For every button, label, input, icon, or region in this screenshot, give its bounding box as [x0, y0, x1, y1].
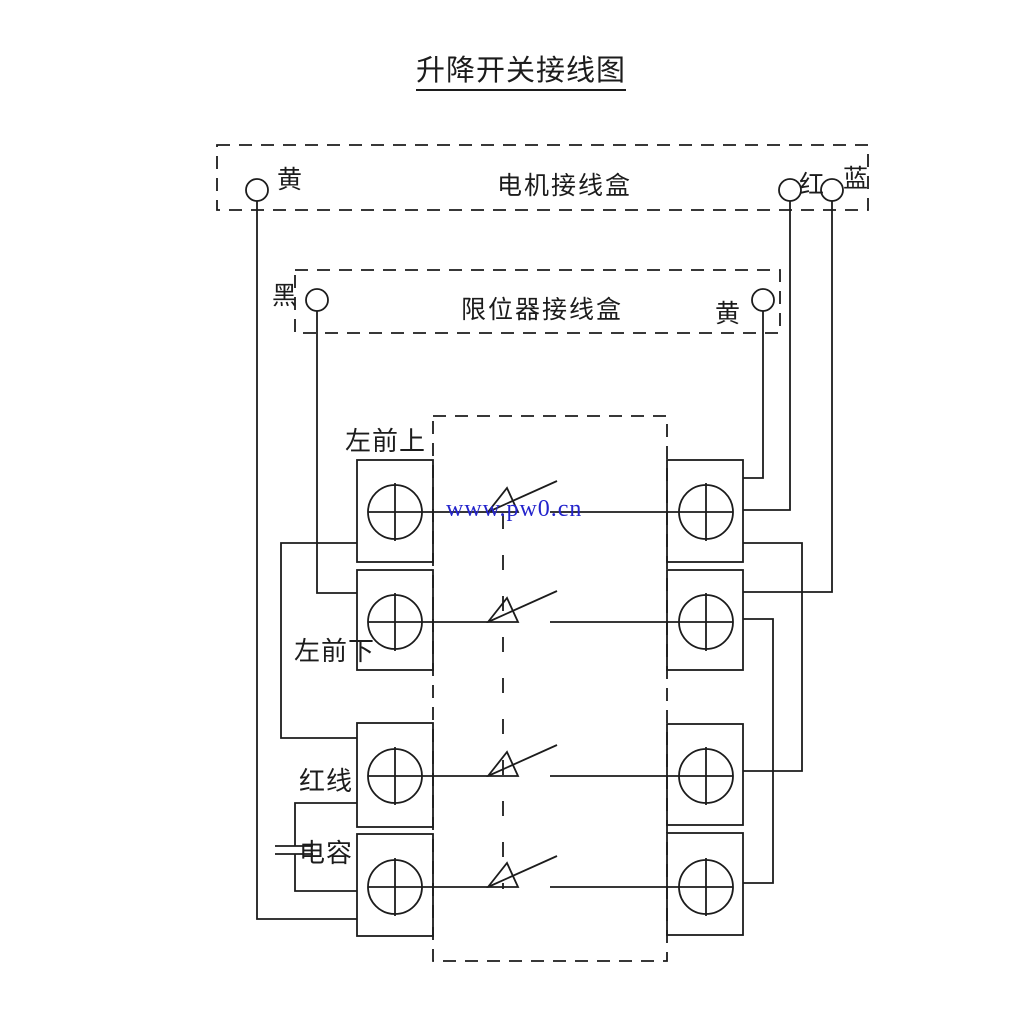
motor-box-label: 电机接线盒 — [497, 172, 633, 200]
terminal-block-right-row1 — [666, 459, 744, 563]
terminal-block-left-row2 — [356, 569, 434, 671]
wire-row2-right-to-row4-right — [743, 618, 774, 884]
wire-limiter-yellow-to-row1-right — [743, 311, 764, 479]
wire-blue-to-row2-right — [743, 201, 833, 593]
terminal-block-left-row3 — [356, 722, 434, 828]
wire-row3-left-to-capacitor — [294, 802, 357, 846]
limiter-junction-box-outline — [294, 269, 781, 334]
screw-terminal-icons — [367, 483, 734, 916]
limiter-terminal-black-icon — [305, 288, 329, 312]
row2-label: 左前下 — [294, 636, 376, 666]
terminal-block-left-row4 — [356, 833, 434, 937]
limiter-terminal-black-label: 黑 — [272, 282, 298, 310]
motor-terminal-yellow-label: 黄 — [277, 166, 303, 194]
motor-terminal-red-label: 红 — [799, 171, 825, 199]
row3-label: 红线 — [299, 766, 354, 796]
row4-label: 电容 — [299, 838, 354, 868]
terminal-block-right-row4 — [666, 832, 744, 936]
wire-black-to-row2-left — [316, 311, 357, 594]
motor-terminal-blue-icon — [820, 178, 844, 202]
wire-capacitor-to-row4-left — [294, 854, 357, 892]
capacitor-icon — [275, 845, 313, 855]
motor-terminal-blue-label: 蓝 — [843, 165, 869, 193]
terminal-block-right-row3 — [666, 723, 744, 826]
wire-yellow-to-row4-left — [256, 201, 357, 920]
switch-contact-icons — [486, 480, 558, 888]
limiter-box-label: 限位器接线盒 — [461, 296, 624, 324]
page-title: 升降开关接线图 — [416, 56, 627, 92]
limiter-terminal-yellow-icon — [751, 288, 775, 312]
watermark-text: www.pw0.cn — [446, 496, 583, 522]
limiter-terminal-yellow-label: 黄 — [715, 300, 741, 328]
motor-terminal-red-icon — [778, 178, 802, 202]
motor-terminal-yellow-icon — [245, 178, 269, 202]
switch-body-outline — [432, 415, 668, 962]
wire-red-to-row1-right — [743, 201, 791, 511]
wire-row1-left-to-row3-left — [280, 542, 357, 739]
row-lead-lines — [368, 511, 733, 888]
terminal-block-right-row2 — [666, 569, 744, 671]
terminal-block-left-row1 — [356, 459, 434, 563]
motor-junction-box-outline — [216, 144, 869, 211]
row1-label: 左前上 — [345, 426, 427, 456]
